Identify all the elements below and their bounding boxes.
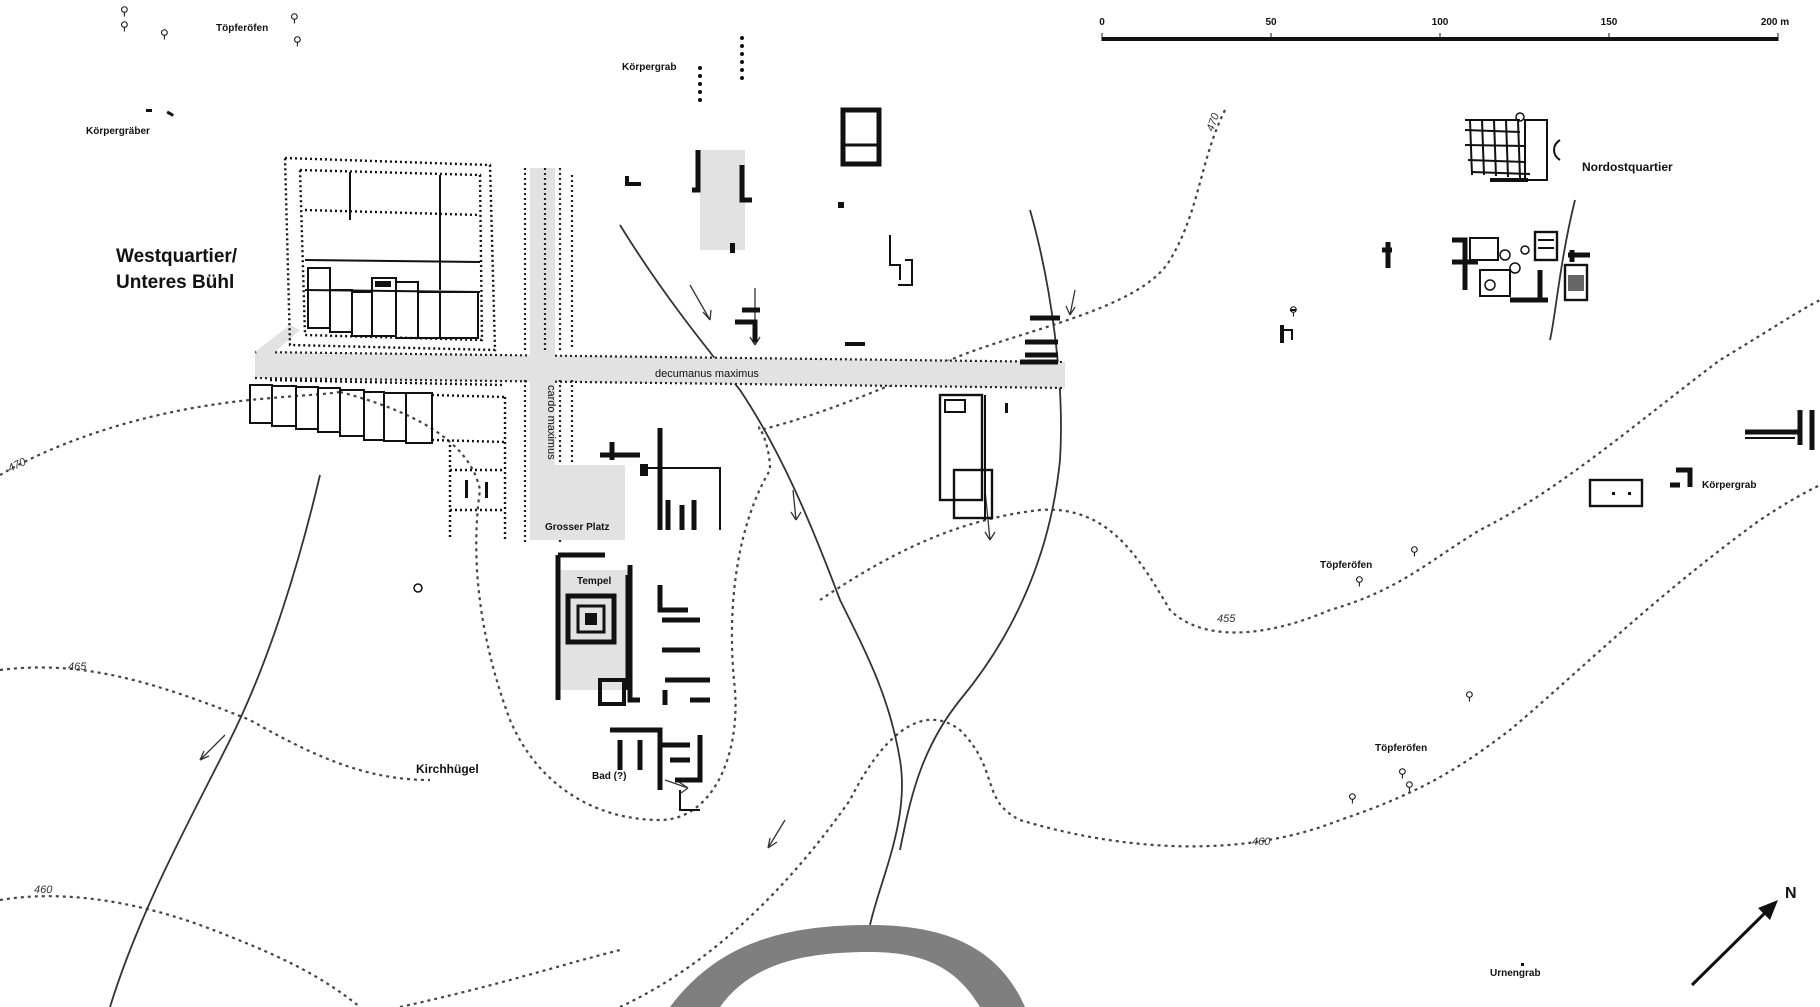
kiln-icon: ⚲ <box>1405 779 1414 793</box>
grosser-platz-area <box>535 465 625 540</box>
label-kirchhuegel: Kirchhügel <box>416 762 479 776</box>
tempel-building <box>565 593 617 645</box>
east-forum-complex <box>938 393 1008 520</box>
grave-mark <box>146 109 152 112</box>
decumanus-label: decumanus maximus <box>655 368 759 380</box>
river <box>670 925 1025 1007</box>
kiln-icon: ⚲ <box>1410 544 1419 558</box>
bath-building <box>610 727 703 811</box>
label-koerpergrab-north: Körpergrab <box>622 62 676 73</box>
kiln-icon: ⚲ <box>290 11 299 25</box>
central-buildings <box>640 428 721 705</box>
temple-precinct <box>555 442 640 706</box>
east-structures <box>1588 410 1815 508</box>
stream-central <box>619 224 903 926</box>
contour-465-w <box>0 666 431 782</box>
contour-label-470-w: 470 <box>6 456 29 475</box>
kiln-icon: ⚲ <box>293 34 302 48</box>
streams <box>109 199 1576 1007</box>
nordostquartier-plan <box>1280 112 1590 343</box>
contour-kirchhuegel <box>339 390 772 822</box>
north-arrow-label: N <box>1785 885 1797 902</box>
grave-mark <box>166 110 174 117</box>
contour-label-465: 465 <box>68 661 87 673</box>
stream-nordost <box>1549 199 1576 341</box>
kiln-icon: ⚲ <box>120 19 129 33</box>
label-tempel: Tempel <box>577 576 611 587</box>
scale-tick-150: 150 <box>1601 17 1618 28</box>
kiln-icon: ⚲ <box>1289 304 1298 318</box>
westquartier-plan <box>249 156 507 540</box>
contour-460-s <box>399 948 621 1007</box>
decumanus-maximus-road <box>255 352 1065 388</box>
scale-tick-0: 0 <box>1099 17 1105 28</box>
roads <box>254 150 1066 545</box>
scale-tick-100: 100 <box>1432 17 1449 28</box>
urnengrab-mark <box>1521 963 1524 966</box>
label-toepferoefen-nw: Töpferöfen <box>216 23 268 34</box>
kiln-icon: ⚲ <box>1355 574 1364 588</box>
label-westquartier-line1: Westquartier/ <box>116 246 238 267</box>
kiln-symbols: ⚲ ⚲ ⚲ ⚲ ⚲ ⚲ ⚲ ⚲ ⚲ ⚲ ⚲ ⚲ <box>120 4 1474 805</box>
contour-460-se <box>619 484 1820 1007</box>
westquartier-south-row <box>249 378 507 540</box>
label-koerpergrab-east: Körpergrab <box>1702 480 1756 491</box>
cardo-label: cardo maximus <box>545 385 557 460</box>
kiln-icon: ⚲ <box>1398 766 1407 780</box>
contour-label-470-ne: 470 <box>1205 111 1223 133</box>
contour-455 <box>819 299 1820 634</box>
stream-west <box>109 474 321 1007</box>
scale-tick-200: 200 m <box>1761 17 1789 28</box>
contour-lines <box>0 109 1820 1007</box>
label-koerpergraeber: Körpergräber <box>86 126 150 137</box>
kiln-icon: ⚲ <box>1465 689 1474 703</box>
contour-label-455: 455 <box>1217 613 1236 625</box>
cardo-maximus-road <box>530 168 555 540</box>
westquartier-houses <box>307 267 479 339</box>
kiln-icon: ⚲ <box>160 27 169 41</box>
kiln-icon: ⚲ <box>1348 791 1357 805</box>
contour-460-w <box>0 895 361 1007</box>
contour-label-460-w: 460 <box>34 884 53 896</box>
label-toepferoefen-e1: Töpferöfen <box>1320 560 1372 571</box>
koerpergrab-north-dots <box>698 36 744 102</box>
label-westquartier-line2: Unteres Bühl <box>116 272 234 293</box>
contour-470-w <box>0 390 341 476</box>
north-central-structures <box>625 107 1060 365</box>
contour-470-ne <box>759 109 1226 432</box>
scale-tick-50: 50 <box>1265 17 1277 28</box>
label-nordostquartier: Nordostquartier <box>1582 160 1673 174</box>
stream-east <box>899 209 1062 851</box>
label-urnengrab: Urnengrab <box>1490 968 1541 979</box>
label-grosser-platz: Grosser Platz <box>545 522 609 533</box>
scale-bar: 0 50 100 150 200 m <box>1099 17 1789 41</box>
north-arrow: N <box>1690 885 1797 987</box>
contour-label-460-se: 460 <box>1252 836 1271 848</box>
label-bad: Bad (?) <box>592 771 626 782</box>
kiln-icon: ⚲ <box>120 4 129 18</box>
north-building <box>840 107 882 167</box>
label-toepferoefen-e2: Töpferöfen <box>1375 743 1427 754</box>
